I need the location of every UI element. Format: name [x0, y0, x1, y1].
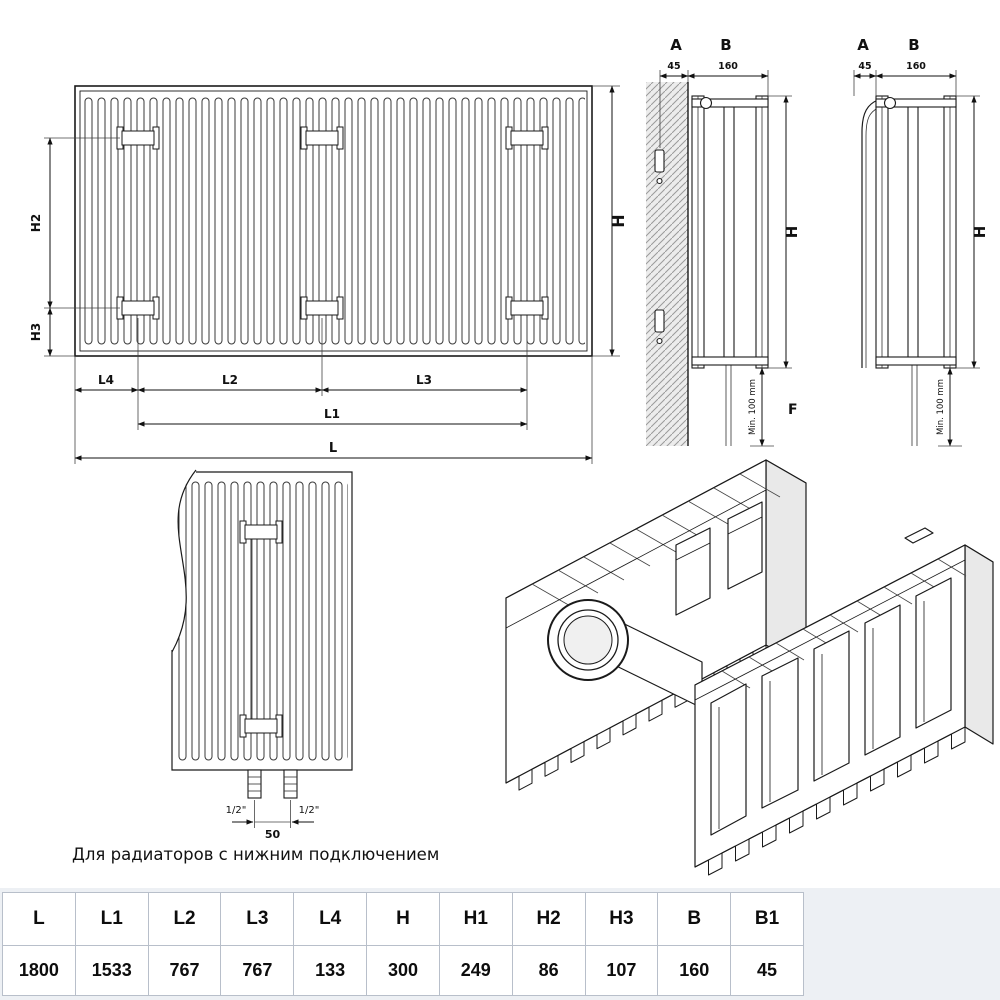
radiator-drawing-canvas: H2 H3 H L4 L2 L3 L1 L 45 160 — [29, 36, 994, 876]
dim-label-160: 160 — [906, 61, 926, 72]
dim-label-45: 45 — [667, 61, 680, 72]
table-header-cell: H2 — [511, 892, 586, 946]
wall-hatching — [646, 82, 688, 446]
dim-label-h: H — [783, 226, 801, 239]
table-value-cell: 1533 — [74, 944, 149, 997]
table-header-cell: L1 — [74, 892, 149, 946]
min-clearance-label: Min. 100 mm — [936, 379, 946, 435]
isometric-section-drawing — [505, 459, 994, 876]
min-clearance-label: Min. 100 mm — [748, 379, 758, 435]
side-view-wall-drawing: 45 160 A B H Min. 100 mm F — [646, 36, 801, 447]
table-value-cell: 45 — [730, 944, 804, 997]
table-value-cell: 133 — [293, 944, 368, 997]
front-view-drawing: H2 H3 H L4 L2 L3 L1 L — [29, 85, 628, 464]
table-header-cell: H3 — [584, 892, 659, 946]
table-header-cell: L2 — [147, 892, 222, 946]
table-header-cell: L3 — [220, 892, 295, 946]
dim-label-h2: H2 — [29, 214, 43, 232]
bottom-connection-drawing: 50 1/2" 1/2" Для радиаторов с нижним под… — [72, 468, 439, 864]
dim-label-l2: L2 — [222, 373, 238, 387]
table-value-cell: 249 — [438, 944, 513, 997]
dim-label-l4: L4 — [98, 373, 114, 387]
table-value-cell: 300 — [366, 944, 440, 997]
table-value-cell: 767 — [220, 944, 295, 997]
label-f: F — [788, 402, 798, 418]
table-header-cell: H1 — [438, 892, 513, 946]
wall-bracket-profile — [861, 99, 879, 368]
bottom-pipes — [247, 769, 298, 799]
table-value-cell: 86 — [511, 944, 586, 997]
break-line — [171, 469, 197, 653]
dim-label-h3: H3 — [29, 323, 43, 341]
table-value-cell: 1800 — [2, 944, 76, 997]
air-vent-icon — [699, 96, 713, 110]
pipe-size-left-label: 1/2" — [226, 805, 247, 816]
spec-table-header-row: L L1 L2 L3 L4 H H1 H2 H3 B B1 — [2, 892, 804, 946]
dim-label-h: H — [609, 214, 628, 227]
pipe-size-right-label: 1/2" — [299, 805, 320, 816]
dim-label-l: L — [329, 441, 337, 456]
table-header-cell: H — [366, 892, 440, 946]
label-a: A — [857, 36, 869, 54]
table-header-cell: L — [2, 892, 76, 946]
table-header-cell: B — [657, 892, 732, 946]
dim-label-l1: L1 — [324, 407, 340, 421]
pipe-spacing-label: 50 — [265, 828, 281, 841]
label-a: A — [670, 36, 682, 54]
dim-label-h: H — [971, 226, 989, 239]
label-b: B — [720, 36, 731, 54]
bottom-connection-caption: Для радиаторов с нижним подключением — [72, 845, 439, 864]
spec-table: L L1 L2 L3 L4 H H1 H2 H3 B B1 1800 1533 … — [2, 892, 804, 997]
table-value-cell: 107 — [584, 944, 659, 997]
spec-table-values-row: 1800 1533 767 767 133 300 249 86 107 160… — [2, 944, 804, 997]
front-panel-ribs — [710, 577, 952, 836]
dim-label-160: 160 — [718, 61, 738, 72]
label-b: B — [908, 36, 919, 54]
table-header-cell: B1 — [730, 892, 804, 946]
dim-label-45: 45 — [858, 61, 871, 72]
side-view-bracket-drawing: 45 160 A B H Min. 100 mm — [853, 36, 989, 447]
table-header-cell: L4 — [293, 892, 368, 946]
table-value-cell: 767 — [147, 944, 222, 997]
dim-label-l3: L3 — [416, 373, 432, 387]
air-vent-icon — [883, 96, 897, 110]
pipe-flange-icon — [563, 615, 613, 665]
table-value-cell: 160 — [657, 944, 732, 997]
